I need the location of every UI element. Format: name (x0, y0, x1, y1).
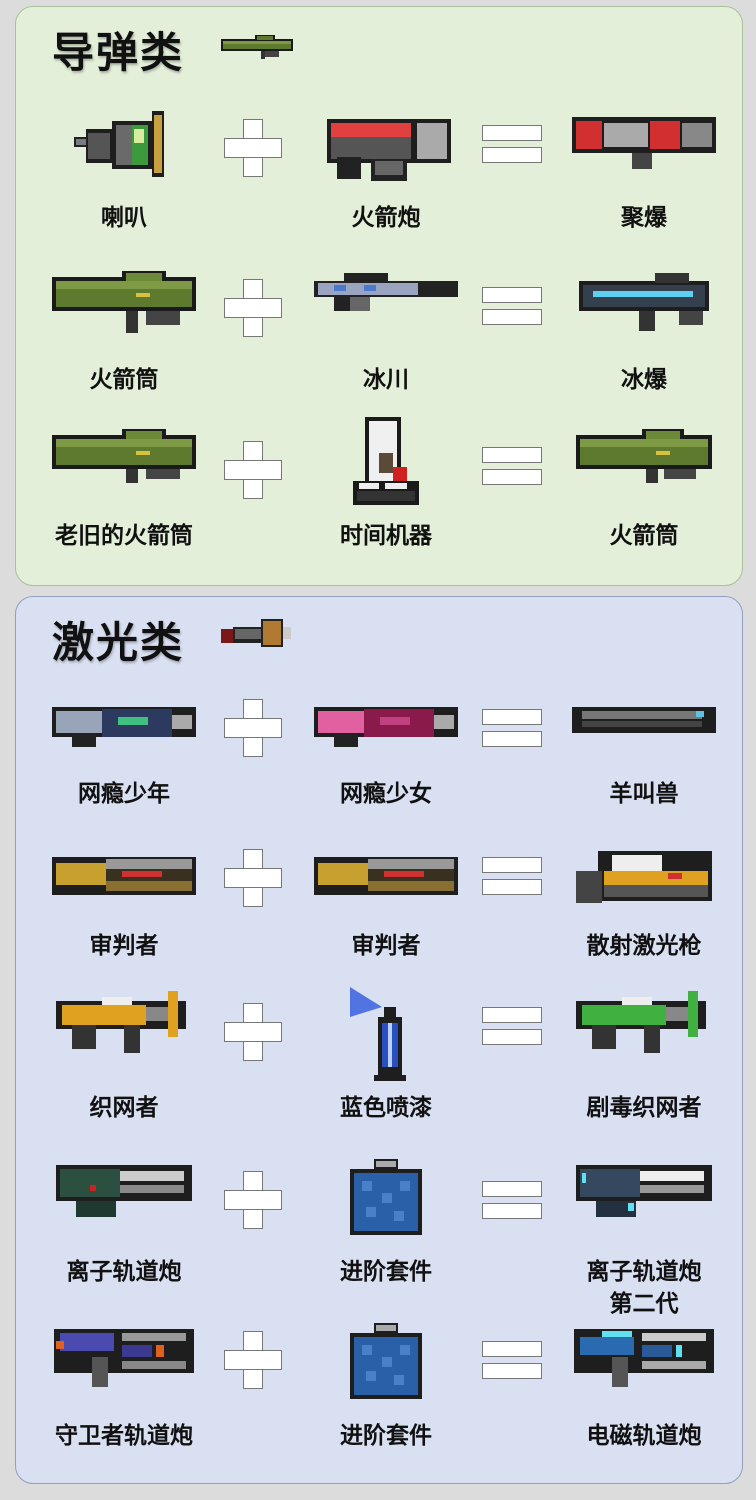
weapon-name: 蓝色喷漆 (340, 1095, 432, 1121)
ion-railgun-icon (56, 1165, 192, 1217)
weapon-name: 散射激光枪 (586, 933, 702, 959)
equals-icon (482, 447, 542, 487)
weapon-name: 时间机器 (340, 523, 432, 549)
equals-icon (482, 1007, 542, 1047)
plus-icon (224, 1003, 282, 1061)
recipe-result: 散射激光枪 (554, 847, 734, 959)
recipe-input-a: 火箭筒 (34, 269, 214, 393)
rocket-cannon-icon (327, 119, 451, 181)
internet-addict-boy-weapon-icon (52, 707, 196, 747)
recipe-input-a: 老旧的火箭筒 (34, 417, 214, 549)
recipe-input-b: 冰川 (296, 269, 476, 393)
weapon-name: 审判者 (351, 933, 421, 959)
rocket-launcher-icon (52, 271, 196, 333)
ice-blast-weapon-icon (579, 273, 709, 331)
plus-icon (224, 699, 282, 757)
recipe-input-b: 网瘾少女 (296, 699, 476, 807)
recipe-input-a: 守卫者轨道炮 (34, 1323, 214, 1449)
plus-icon (224, 441, 282, 499)
weapon-name: 冰爆 (621, 367, 667, 393)
upgrade-kit-icon (350, 1323, 422, 1399)
weapon-name: 进阶套件 (340, 1259, 432, 1285)
plus-icon (224, 279, 282, 337)
recipe-input-b: 时间机器 (296, 417, 476, 549)
recipe-input-a: 织网者 (34, 987, 214, 1121)
implosion-weapon-icon (572, 117, 716, 169)
recipe-input-b: 火箭炮 (296, 107, 476, 231)
weapon-name: 火箭筒 (609, 523, 679, 549)
recipe-result: 羊叫兽 (554, 699, 734, 807)
recipe-result: 聚爆 (554, 107, 734, 231)
recipe-result: 电磁轨道炮 (554, 1323, 734, 1449)
time-machine-icon (353, 417, 419, 505)
missile-category-panel: 导弹类 喇叭 火箭炮 (15, 6, 743, 586)
scatter-laser-gun-icon (576, 851, 712, 903)
weapon-name: 火箭炮 (351, 205, 421, 231)
recipe-input-a: 离子轨道炮 (34, 1159, 214, 1285)
recipe-input-b: 进阶套件 (296, 1323, 476, 1449)
weapon-name: 电磁轨道炮 (586, 1423, 702, 1449)
recipe-input-a: 喇叭 (34, 107, 214, 231)
weapon-name: 离子轨道炮 (66, 1259, 182, 1285)
weapon-name: 离子轨道炮 (586, 1259, 702, 1285)
weapon-name-line2: 第二代 (609, 1291, 679, 1317)
blue-spray-paint-icon (350, 987, 406, 1081)
plus-icon (224, 119, 282, 177)
weapon-name: 剧毒织网者 (586, 1095, 702, 1121)
recipe-result: 冰爆 (554, 269, 734, 393)
weapon-name: 审判者 (89, 933, 159, 959)
equals-icon (482, 287, 542, 327)
old-rocket-launcher-icon (52, 429, 196, 483)
weapon-name: 冰川 (363, 367, 409, 393)
recipe-result: 火箭筒 (554, 417, 734, 549)
weapon-name: 聚爆 (621, 205, 667, 231)
weapon-name: 老旧的火箭筒 (55, 523, 193, 549)
section-title: 激光类 (52, 618, 185, 667)
equals-icon (482, 1181, 542, 1221)
equals-icon (482, 1341, 542, 1381)
laser-cannon-icon (221, 619, 291, 647)
recipe-input-a: 网瘾少年 (34, 699, 214, 807)
plus-icon (224, 849, 282, 907)
plus-icon (224, 1171, 282, 1229)
ion-railgun-mk2-icon (576, 1165, 712, 1217)
glacier-weapon-icon (314, 273, 458, 311)
judge-weapon-icon (314, 857, 458, 895)
upgrade-kit-icon (350, 1159, 422, 1235)
weapon-name: 喇叭 (101, 205, 147, 231)
equals-icon (482, 125, 542, 165)
recipe-result: 离子轨道炮 第二代 (554, 1159, 734, 1317)
web-weaver-weapon-icon (56, 991, 186, 1053)
toxic-web-weaver-weapon-icon (576, 991, 706, 1053)
weapon-name: 守卫者轨道炮 (55, 1423, 193, 1449)
recipe-input-b: 蓝色喷漆 (296, 987, 476, 1121)
plus-icon (224, 1331, 282, 1389)
weapon-name: 网瘾少年 (78, 781, 170, 807)
equals-icon (482, 709, 542, 749)
recipe-input-b: 进阶套件 (296, 1159, 476, 1285)
electromagnetic-railgun-icon (574, 1329, 714, 1387)
weapon-name: 羊叫兽 (609, 781, 679, 807)
weapon-name: 进阶套件 (340, 1423, 432, 1449)
judge-weapon-icon (52, 857, 196, 895)
equals-icon (482, 857, 542, 897)
guardian-railgun-icon (54, 1329, 194, 1387)
laser-category-panel: 激光类 网瘾少年 网瘾少女 (15, 596, 743, 1484)
weapon-name: 网瘾少女 (340, 781, 432, 807)
horn-weapon-icon (74, 111, 164, 177)
recipe-result: 剧毒织网者 (554, 987, 734, 1121)
weapon-name: 织网者 (89, 1095, 159, 1121)
internet-addict-girl-weapon-icon (314, 707, 458, 747)
recipe-input-a: 审判者 (34, 847, 214, 959)
weapon-name: 火箭筒 (89, 367, 159, 393)
rocket-launcher-icon (221, 35, 293, 59)
goat-beast-weapon-icon (572, 707, 716, 733)
section-title: 导弹类 (52, 28, 185, 77)
rocket-launcher-icon (576, 429, 712, 483)
recipe-input-b: 审判者 (296, 847, 476, 959)
